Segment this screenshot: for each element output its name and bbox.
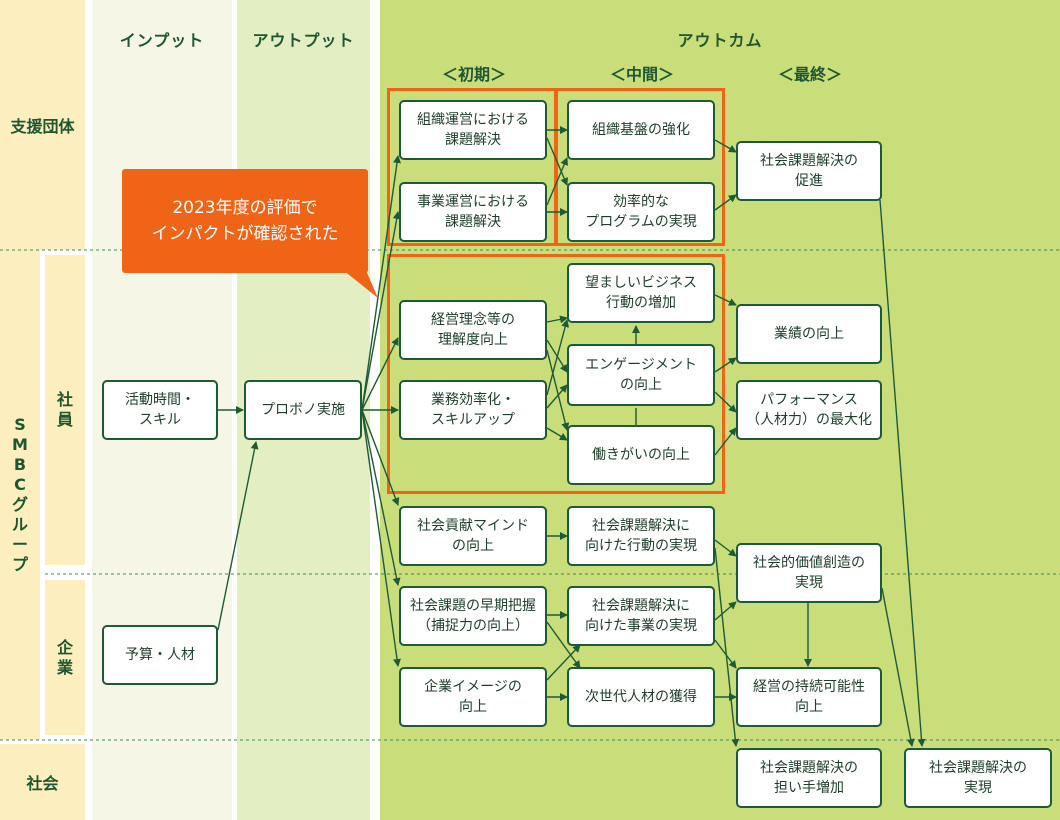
node-philosophy: 経営理念等の 理解度向上 [399, 300, 547, 360]
band-employee [45, 255, 85, 565]
callout-pointer [338, 266, 378, 298]
stage-header-initial: ＜初期＞ [441, 65, 506, 84]
node-biz-issue: 事業運営における 課題解決 [399, 182, 547, 242]
node-org-issue: 組織運営における 課題解決 [399, 100, 547, 160]
row-header-support: 支援団体 [10, 117, 75, 136]
row-header-company: 企業 [45, 580, 85, 735]
column-header-outcome: アウトカム [677, 31, 763, 50]
vertical-char: 業 [56, 657, 73, 677]
vertical-char: M [12, 435, 28, 454]
column-header-input: インプット [119, 31, 205, 50]
vertical-char: 社 [56, 390, 73, 409]
node-efficiency: 業務効率化・ スキルアップ [399, 380, 547, 440]
vertical-char: ル [11, 515, 28, 534]
vertical-char: グ [11, 495, 28, 514]
vertical-char: B [13, 455, 27, 474]
node-sustain: 経営の持続可能性 向上 [736, 667, 882, 727]
column-header-output: アウトプット [252, 31, 355, 50]
band-smbc [0, 250, 40, 740]
node-early: 社会課題の早期把握 （捕捉力の向上） [399, 586, 547, 646]
band-society [0, 744, 85, 820]
node-action: 社会課題解決に 向けた行動の実現 [567, 506, 715, 566]
node-promote: 社会課題解決の 促進 [736, 141, 882, 201]
node-nextgen: 次世代人材の獲得 [567, 667, 715, 727]
impact-callout: 2023年度の評価で インパクトが確認された [122, 169, 368, 273]
stage-header-middle: ＜中間＞ [609, 65, 674, 84]
node-behavior: 望ましいビジネス 行動の増加 [567, 263, 715, 323]
band-company [45, 580, 85, 735]
node-probono: プロボノ実施 [244, 380, 362, 440]
vertical-char: 企 [56, 637, 73, 657]
node-worth: 働きがいの向上 [567, 425, 715, 485]
node-image: 企業イメージの 向上 [399, 667, 547, 727]
stage-header-final: ＜最終＞ [777, 65, 842, 84]
node-perfmax: パフォーマンス （人材力）の最大化 [736, 380, 882, 440]
node-mind: 社会貢献マインド の向上 [399, 506, 547, 566]
vertical-char: ー [11, 535, 28, 554]
node-solve: 社会課題解決の 実現 [904, 748, 1052, 808]
vertical-char: プ [11, 555, 28, 574]
row-header-employee: 社員 [45, 255, 85, 565]
node-bizreal: 社会課題解決に 向けた事業の実現 [567, 586, 715, 646]
band-support [0, 0, 85, 250]
node-performance: 業績の向上 [736, 304, 882, 364]
node-time-skill: 活動時間・ スキル [102, 380, 218, 440]
node-program: 効率的な プログラムの実現 [567, 182, 715, 242]
vertical-char: C [14, 475, 26, 494]
node-org-base: 組織基盤の強化 [567, 100, 715, 160]
vertical-char: 員 [56, 410, 73, 429]
row-header-society: 社会 [26, 774, 59, 793]
vertical-char: S [14, 415, 26, 434]
node-value: 社会的価値創造の 実現 [736, 543, 882, 603]
node-bearers: 社会課題解決の 担い手増加 [736, 748, 882, 808]
node-engagement: エンゲージメント の向上 [567, 344, 715, 406]
node-budget: 予算・人材 [102, 625, 218, 685]
